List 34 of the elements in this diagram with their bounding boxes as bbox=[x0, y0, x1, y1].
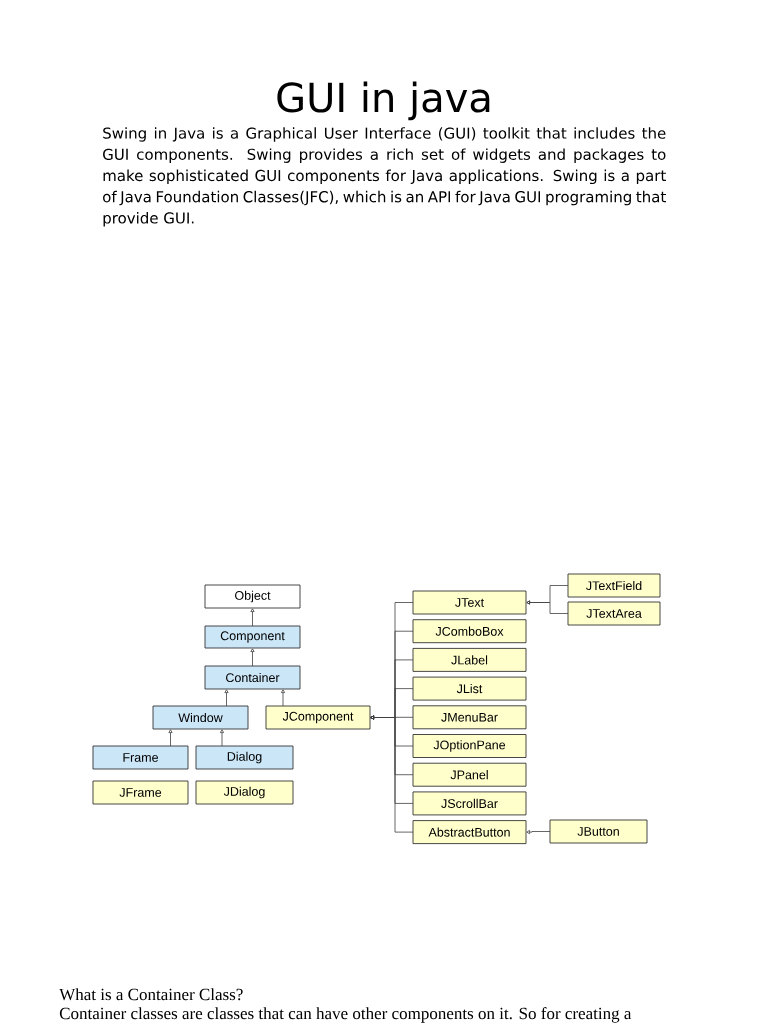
class-box: JPanel bbox=[412, 762, 527, 787]
inheritance-arrow bbox=[250, 608, 255, 627]
inheritance-arrow bbox=[250, 648, 255, 667]
class-box: JTextField bbox=[567, 573, 661, 598]
class-box: JOptionPane bbox=[412, 734, 527, 758]
class-box: JList bbox=[412, 676, 527, 701]
class-box: AbstractButton bbox=[412, 820, 527, 845]
class-box: Frame bbox=[92, 745, 189, 770]
class-box: JButton bbox=[549, 819, 648, 844]
class-box: Container bbox=[204, 665, 301, 690]
inheritance-arrow bbox=[224, 689, 229, 707]
inheritance-arrow bbox=[219, 729, 225, 747]
class-box: JFrame bbox=[92, 780, 189, 805]
class-box: JDialog bbox=[195, 780, 294, 805]
title: GUI in java bbox=[277, 81, 490, 121]
inheritance-arrow bbox=[526, 830, 551, 835]
class-box: Window bbox=[152, 705, 249, 730]
class-box: Dialog bbox=[195, 745, 294, 770]
heading: What is a Container Class? bbox=[59, 988, 243, 1001]
inheritance-arrow bbox=[280, 689, 286, 707]
class-box: JText bbox=[412, 590, 527, 615]
class-box: JTextArea bbox=[567, 601, 661, 626]
class-box: JScrollBar bbox=[412, 791, 527, 816]
class-box: JComponent bbox=[265, 705, 371, 730]
class-box: Object bbox=[204, 584, 301, 609]
class-box: JLabel bbox=[412, 647, 527, 672]
body-text: Container classes are classes that can have other components on it. So for creating a bbox=[59, 1007, 632, 1023]
inheritance-arrow bbox=[370, 715, 414, 833]
inheritance-arrow bbox=[526, 600, 569, 614]
class-box: JComboBox bbox=[412, 619, 527, 644]
class-box: Component bbox=[204, 625, 301, 649]
paragraph: Swing in Java is a Graphical User Interface (GUI) toolkit that includes the GUI components. Swing provides a rich set of widgets and packages to make sophisticated GUI components for Java applications. Swing is a part of Java Foundation Classes(JFC), which is an API for Java GUI programing that provide GUI. bbox=[103, 127, 666, 227]
class-box: JMenuBar bbox=[412, 705, 527, 730]
inheritance-arrow bbox=[168, 729, 173, 747]
